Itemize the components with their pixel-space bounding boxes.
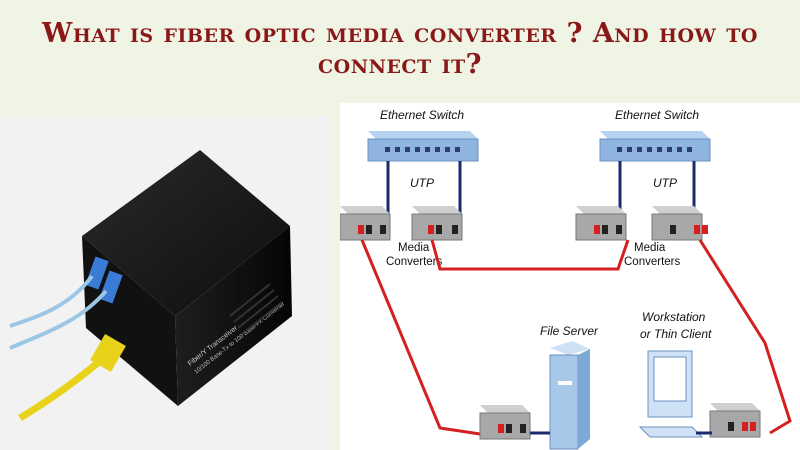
device-side <box>175 226 292 406</box>
workstation-label-2: or Thin Client <box>640 327 712 341</box>
workstation <box>638 350 704 438</box>
media-converter-3 <box>575 206 627 241</box>
media-converter-1 <box>340 206 391 241</box>
utp-left-label: UTP <box>410 176 434 190</box>
device-top <box>82 150 290 316</box>
page-title: What is fiber optic media converter ? An… <box>42 18 758 80</box>
workstation-label-1: Workstation <box>642 310 706 324</box>
utp-right-label: UTP <box>653 176 677 190</box>
device-vents <box>229 283 283 335</box>
ethernet-switch-left <box>367 131 479 162</box>
fiber-links <box>360 239 792 436</box>
media-converter-2 <box>411 206 463 241</box>
switch-left-label: Ethernet Switch <box>380 108 464 122</box>
fiber-cable-1 <box>9 274 94 328</box>
fiber-cable-2 <box>9 289 108 350</box>
media-converter-6 <box>709 403 761 438</box>
switch-right-label: Ethernet Switch <box>615 108 699 122</box>
file-server <box>549 341 590 450</box>
media-label-left: Media <box>398 242 430 254</box>
ethernet-switch-right <box>599 131 711 162</box>
device-front <box>82 236 178 406</box>
network-diagram: Ethernet Switch Ethernet Switch UTP UTP … <box>340 103 800 450</box>
converters-label-left: Converters <box>386 256 442 268</box>
ethernet-cable <box>18 358 103 422</box>
media-converter-4 <box>651 206 708 241</box>
fiber-connectors <box>85 256 123 304</box>
file-server-label: File Server <box>540 324 599 338</box>
media-converter-5 <box>479 405 531 440</box>
converters-label-right: Converters <box>624 256 680 268</box>
media-label-right: Media <box>634 242 666 254</box>
media-converter-photo: Fiber/Y Transceiver 10/100 Base-Tx to 10… <box>0 116 330 450</box>
